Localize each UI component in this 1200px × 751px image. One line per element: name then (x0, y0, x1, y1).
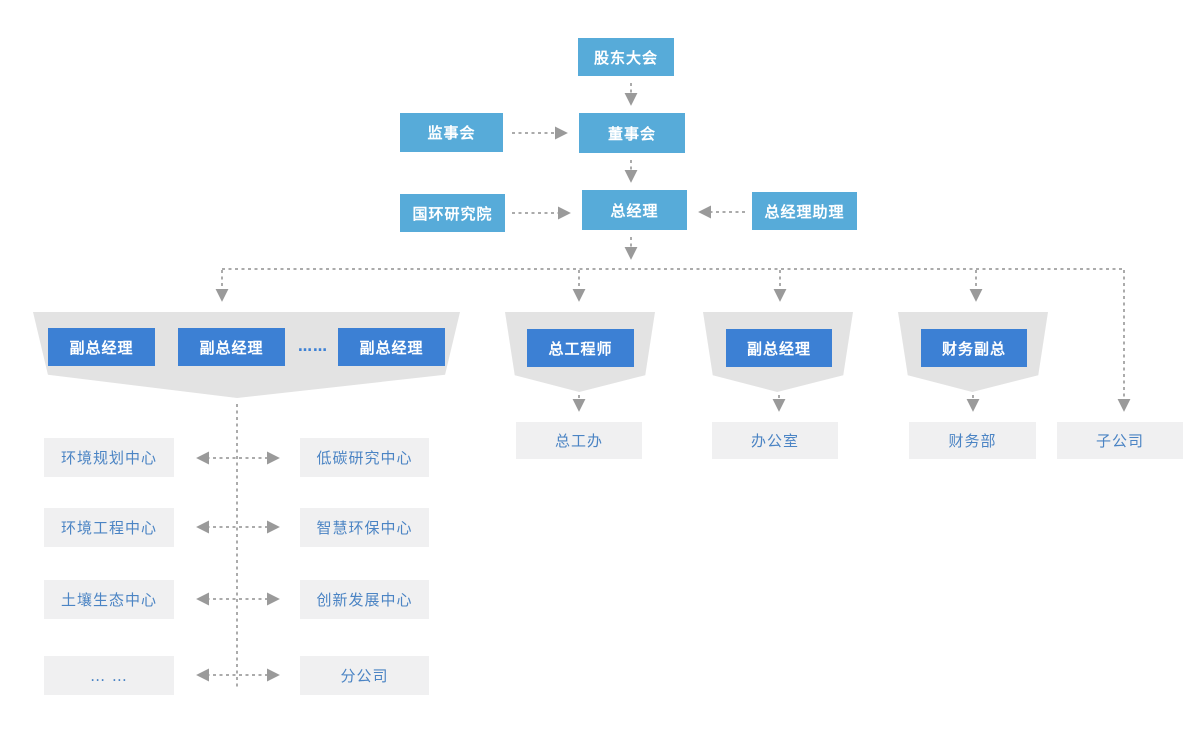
node-dept-innovation: 创新发展中心 (300, 580, 429, 619)
node-dept-low-carbon: 低碳研究中心 (300, 438, 429, 477)
node-general-office: 办公室 (712, 422, 838, 459)
node-dept-soil-ecology: 土壤生态中心 (44, 580, 174, 619)
node-shareholders-meeting: 股东大会 (578, 38, 674, 76)
node-deputy-gm-1: 副总经理 (48, 328, 155, 366)
node-chief-engineer: 总工程师 (527, 329, 634, 367)
node-dept-ellipsis: … … (44, 656, 174, 695)
node-subsidiary-company: 子公司 (1057, 422, 1183, 459)
node-board-of-directors: 董事会 (579, 113, 685, 153)
node-dept-env-planning: 环境规划中心 (44, 438, 174, 477)
node-chief-engineer-office: 总工办 (516, 422, 642, 459)
node-dept-env-engineering: 环境工程中心 (44, 508, 174, 547)
deputy-gm-ellipsis: …… (298, 339, 328, 355)
node-branch-company: 分公司 (300, 656, 429, 695)
node-gm-assistant: 总经理助理 (752, 192, 857, 230)
node-dept-smart-env: 智慧环保中心 (300, 508, 429, 547)
node-deputy-gm-single: 副总经理 (726, 329, 832, 367)
node-research-institute: 国环研究院 (400, 194, 505, 232)
node-finance-deputy: 财务副总 (921, 329, 1027, 367)
node-supervisory-board: 监事会 (400, 113, 503, 152)
node-deputy-gm-3: 副总经理 (338, 328, 445, 366)
node-deputy-gm-2: 副总经理 (178, 328, 285, 366)
node-finance-department: 财务部 (909, 422, 1036, 459)
node-general-manager: 总经理 (582, 190, 687, 230)
